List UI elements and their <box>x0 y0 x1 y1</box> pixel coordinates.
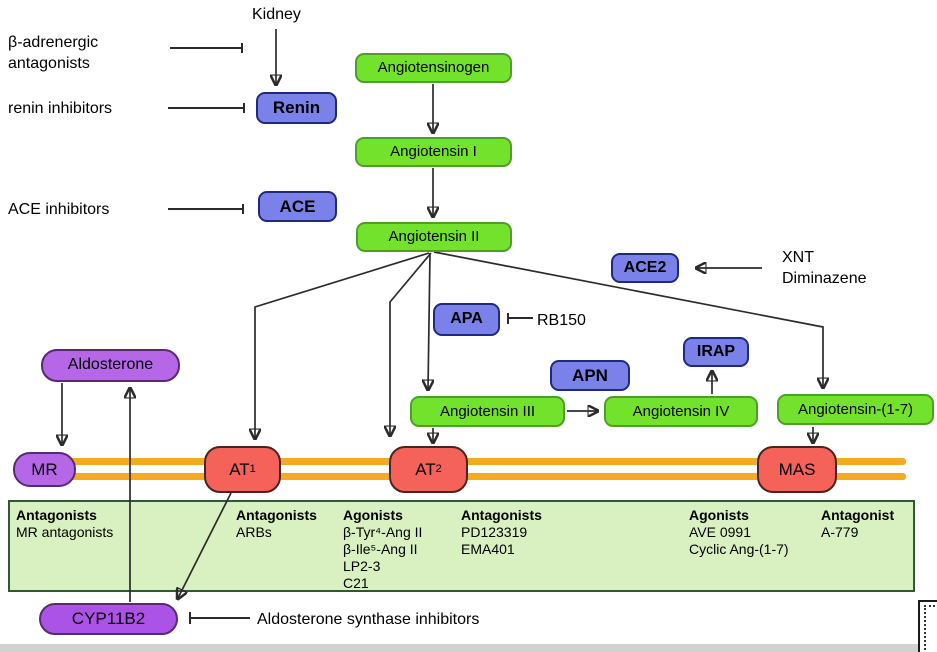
legend-item: C21 <box>343 575 369 591</box>
beta-adrenergic-line1: β-adrenergic <box>8 34 99 51</box>
at2-subscript: 2 <box>435 462 442 475</box>
box-angiotensin-iii: Angiotensin III <box>410 396 565 427</box>
legend-item: AVE 0991 <box>689 524 752 540</box>
renin-inhibitors-label: renin inhibitors <box>8 100 113 117</box>
kidney-label: Kidney <box>252 6 301 23</box>
box-renin: Renin <box>256 92 337 124</box>
box-cyp11b2: CYP11B2 <box>39 603 178 635</box>
page-corner-widget <box>918 600 937 652</box>
aldosterone-synthase-inhibitors-label: Aldosterone synthase inhibitors <box>257 611 480 628</box>
legend-column-at1: Antagonists ARBs <box>236 507 317 541</box>
connector-angiotensin-ii-angiotensin-1-7 <box>433 251 823 387</box>
legend-header: Agonists <box>343 507 403 523</box>
box-angiotensinogen: Angiotensinogen <box>355 53 512 83</box>
legend-header: Antagonists <box>16 507 97 523</box>
legend-item: EMA401 <box>461 541 515 557</box>
inhibitor-renin-bar <box>168 103 245 113</box>
at2-label: AT <box>415 459 436 479</box>
box-angiotensin-i: Angiotensin I <box>355 137 512 167</box>
connector-at1-cyp11b2 <box>178 492 232 598</box>
legend-header: Antagonists <box>236 507 317 523</box>
box-ace: ACE <box>258 191 337 222</box>
connector-angiotensin-ii-at1 <box>255 252 430 438</box>
at1-subscript: 1 <box>249 462 256 475</box>
legend-header: Antagonist <box>821 507 895 523</box>
legend-item: β-Tyr⁴-Ang II <box>343 524 423 540</box>
connector-angiotensin-ii-angiotensin-iii <box>428 252 430 389</box>
legend-item: Cyclic Ang-(1-7) <box>689 541 789 557</box>
receptor-mas: MAS <box>757 446 837 493</box>
inhibitor-aldosterone-synthase-bar <box>189 612 250 624</box>
horizontal-scrollbar[interactable] <box>0 644 937 652</box>
dotted-border-fragment <box>924 605 937 650</box>
legend-item: MR antagonists <box>16 524 114 540</box>
legend-item: PD123319 <box>461 524 528 540</box>
legend-item: β-Ile⁵-Ang II <box>343 541 418 557</box>
inhibitor-rb150-bar <box>507 313 533 324</box>
legend-item: ARBs <box>236 524 272 540</box>
inhibitor-ace-bar <box>168 204 244 214</box>
legend-column-mas-agonists: Agonists AVE 0991 Cyclic Ang-(1-7) <box>689 507 789 558</box>
rb150-label: RB150 <box>537 312 586 329</box>
box-angiotensin-1-7: Angiotensin-(1-7) <box>777 394 934 425</box>
ace-inhibitors-label: ACE inhibitors <box>8 201 110 218</box>
box-aldosterone: Aldosterone <box>41 349 180 382</box>
box-angiotensin-iv: Angiotensin IV <box>604 396 758 427</box>
legend-column-at2-agonists: Agonists β-Tyr⁴-Ang II β-Ile⁵-Ang II LP2… <box>343 507 422 592</box>
box-apa: APA <box>433 303 500 336</box>
connector-angiotensin-ii-at2 <box>390 252 432 435</box>
xnt-diminazene-label: XNT Diminazene <box>782 247 866 289</box>
inhibitor-beta-adrenergic-bar <box>170 43 243 53</box>
legend-item: A-779 <box>821 524 859 540</box>
beta-adrenergic-line2: antagonists <box>8 55 90 72</box>
legend-column-mr: Antagonists MR antagonists <box>16 507 113 541</box>
legend-header: Antagonists <box>461 507 542 523</box>
legend-column-mas-antagonist: Antagonist A-779 <box>821 507 894 541</box>
receptor-mr: MR <box>13 452 76 487</box>
box-apn: APN <box>550 360 630 391</box>
diminazene-line: Diminazene <box>782 270 867 287</box>
legend-item: LP2-3 <box>343 558 381 574</box>
box-angiotensin-ii: Angiotensin II <box>356 222 512 252</box>
xnt-line: XNT <box>782 249 814 266</box>
legend-column-at2-antagonists: Antagonists PD123319 EMA401 <box>461 507 542 558</box>
box-irap: IRAP <box>683 337 749 367</box>
box-ace2: ACE2 <box>611 253 679 283</box>
beta-adrenergic-antagonists-label: β-adrenergic antagonists <box>8 32 98 74</box>
legend-header: Agonists <box>689 507 749 523</box>
legend-panel: Antagonists MR antagonists Antagonists A… <box>8 500 915 592</box>
at1-label: AT <box>229 459 250 479</box>
